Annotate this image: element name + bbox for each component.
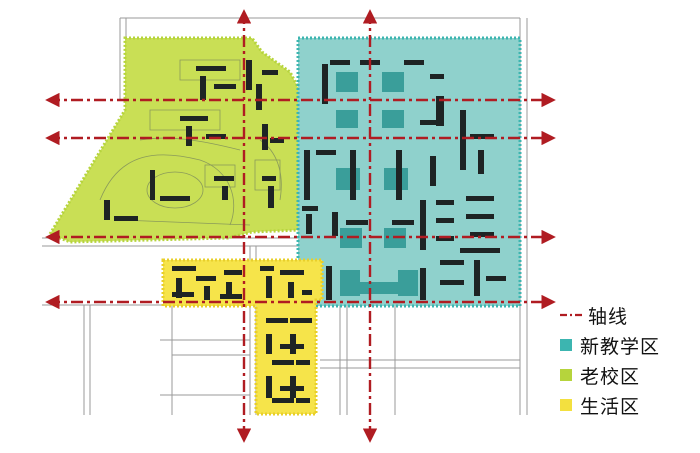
building-block xyxy=(220,294,242,299)
building-block xyxy=(266,318,288,323)
legend-item-old-campus: 老校区 xyxy=(560,360,696,390)
building-block xyxy=(262,176,276,181)
building-block xyxy=(440,280,464,285)
building-block xyxy=(440,260,464,265)
axis-lines xyxy=(45,9,556,443)
building-block xyxy=(266,334,272,354)
building-block xyxy=(172,266,196,271)
building-block xyxy=(396,150,402,200)
building-block xyxy=(350,150,356,200)
legend-swatch-new-teaching xyxy=(560,339,572,351)
legend-swatch-old-campus xyxy=(560,369,572,381)
building-block xyxy=(420,200,426,250)
building-block xyxy=(436,96,444,126)
building-block xyxy=(260,266,274,271)
building-block xyxy=(256,84,262,110)
zone-new-teaching xyxy=(296,36,522,308)
legend-label-axis: 轴线 xyxy=(588,305,629,328)
legend-item-new-teaching: 新教学区 xyxy=(560,330,696,360)
building-block xyxy=(382,110,404,128)
building-block xyxy=(430,156,436,186)
building-block xyxy=(478,150,484,174)
building-block xyxy=(104,200,110,220)
building-block xyxy=(288,282,294,298)
building-block xyxy=(486,276,506,281)
building-block xyxy=(214,84,236,89)
building-block xyxy=(382,72,404,92)
building-block xyxy=(222,186,228,200)
building-block xyxy=(268,186,274,208)
building-block xyxy=(306,214,312,234)
building-block xyxy=(224,270,242,275)
building-block xyxy=(196,276,216,281)
building-block xyxy=(290,318,312,323)
axis-line-icon xyxy=(560,313,582,317)
building-block xyxy=(176,278,182,298)
building-block xyxy=(186,126,192,146)
building-block xyxy=(354,282,404,294)
building-block xyxy=(302,290,312,295)
building-block xyxy=(330,60,350,65)
building-block xyxy=(404,60,424,65)
building-block xyxy=(204,286,210,300)
building-block xyxy=(420,120,440,125)
building-block xyxy=(296,398,310,403)
building-block xyxy=(460,248,500,253)
building-block xyxy=(246,60,252,90)
legend-label-old-campus: 老校区 xyxy=(580,365,641,388)
building-block xyxy=(326,266,332,300)
building-block xyxy=(214,176,234,181)
building-block xyxy=(280,386,304,391)
building-block xyxy=(266,376,272,398)
building-block xyxy=(466,196,494,201)
building-block xyxy=(336,110,358,128)
building-block xyxy=(160,196,190,201)
building-block xyxy=(280,270,304,275)
building-block xyxy=(296,360,310,365)
building-block xyxy=(322,64,328,104)
building-block xyxy=(172,292,194,297)
building-block xyxy=(332,212,338,236)
building-block xyxy=(336,168,360,190)
building-block xyxy=(316,150,336,155)
legend: 轴线 新教学区 老校区 生活区 xyxy=(560,300,696,420)
legend-item-axis: 轴线 xyxy=(560,300,696,330)
building-block xyxy=(336,72,358,92)
building-block xyxy=(436,200,454,205)
building-block xyxy=(262,70,278,75)
building-block xyxy=(272,360,294,365)
legend-item-living: 生活区 xyxy=(560,390,696,420)
building-block xyxy=(436,218,454,223)
building-block xyxy=(280,344,304,349)
building-block xyxy=(266,276,272,298)
building-block xyxy=(420,268,426,300)
building-block xyxy=(466,214,494,219)
building-block xyxy=(272,398,294,403)
building-block xyxy=(474,260,480,296)
building-block xyxy=(460,110,466,170)
building-block xyxy=(150,170,155,200)
building-block xyxy=(226,282,232,298)
building-block xyxy=(430,74,444,79)
building-block xyxy=(302,206,318,211)
building-block xyxy=(392,220,414,225)
legend-label-new-teaching: 新教学区 xyxy=(580,335,661,358)
building-block xyxy=(196,66,226,71)
building-block xyxy=(200,76,206,100)
building-block xyxy=(180,116,208,121)
legend-swatch-living xyxy=(560,399,572,411)
building-block xyxy=(346,220,368,225)
legend-label-living: 生活区 xyxy=(580,395,641,418)
building-block xyxy=(114,216,138,221)
building-block xyxy=(304,150,310,200)
